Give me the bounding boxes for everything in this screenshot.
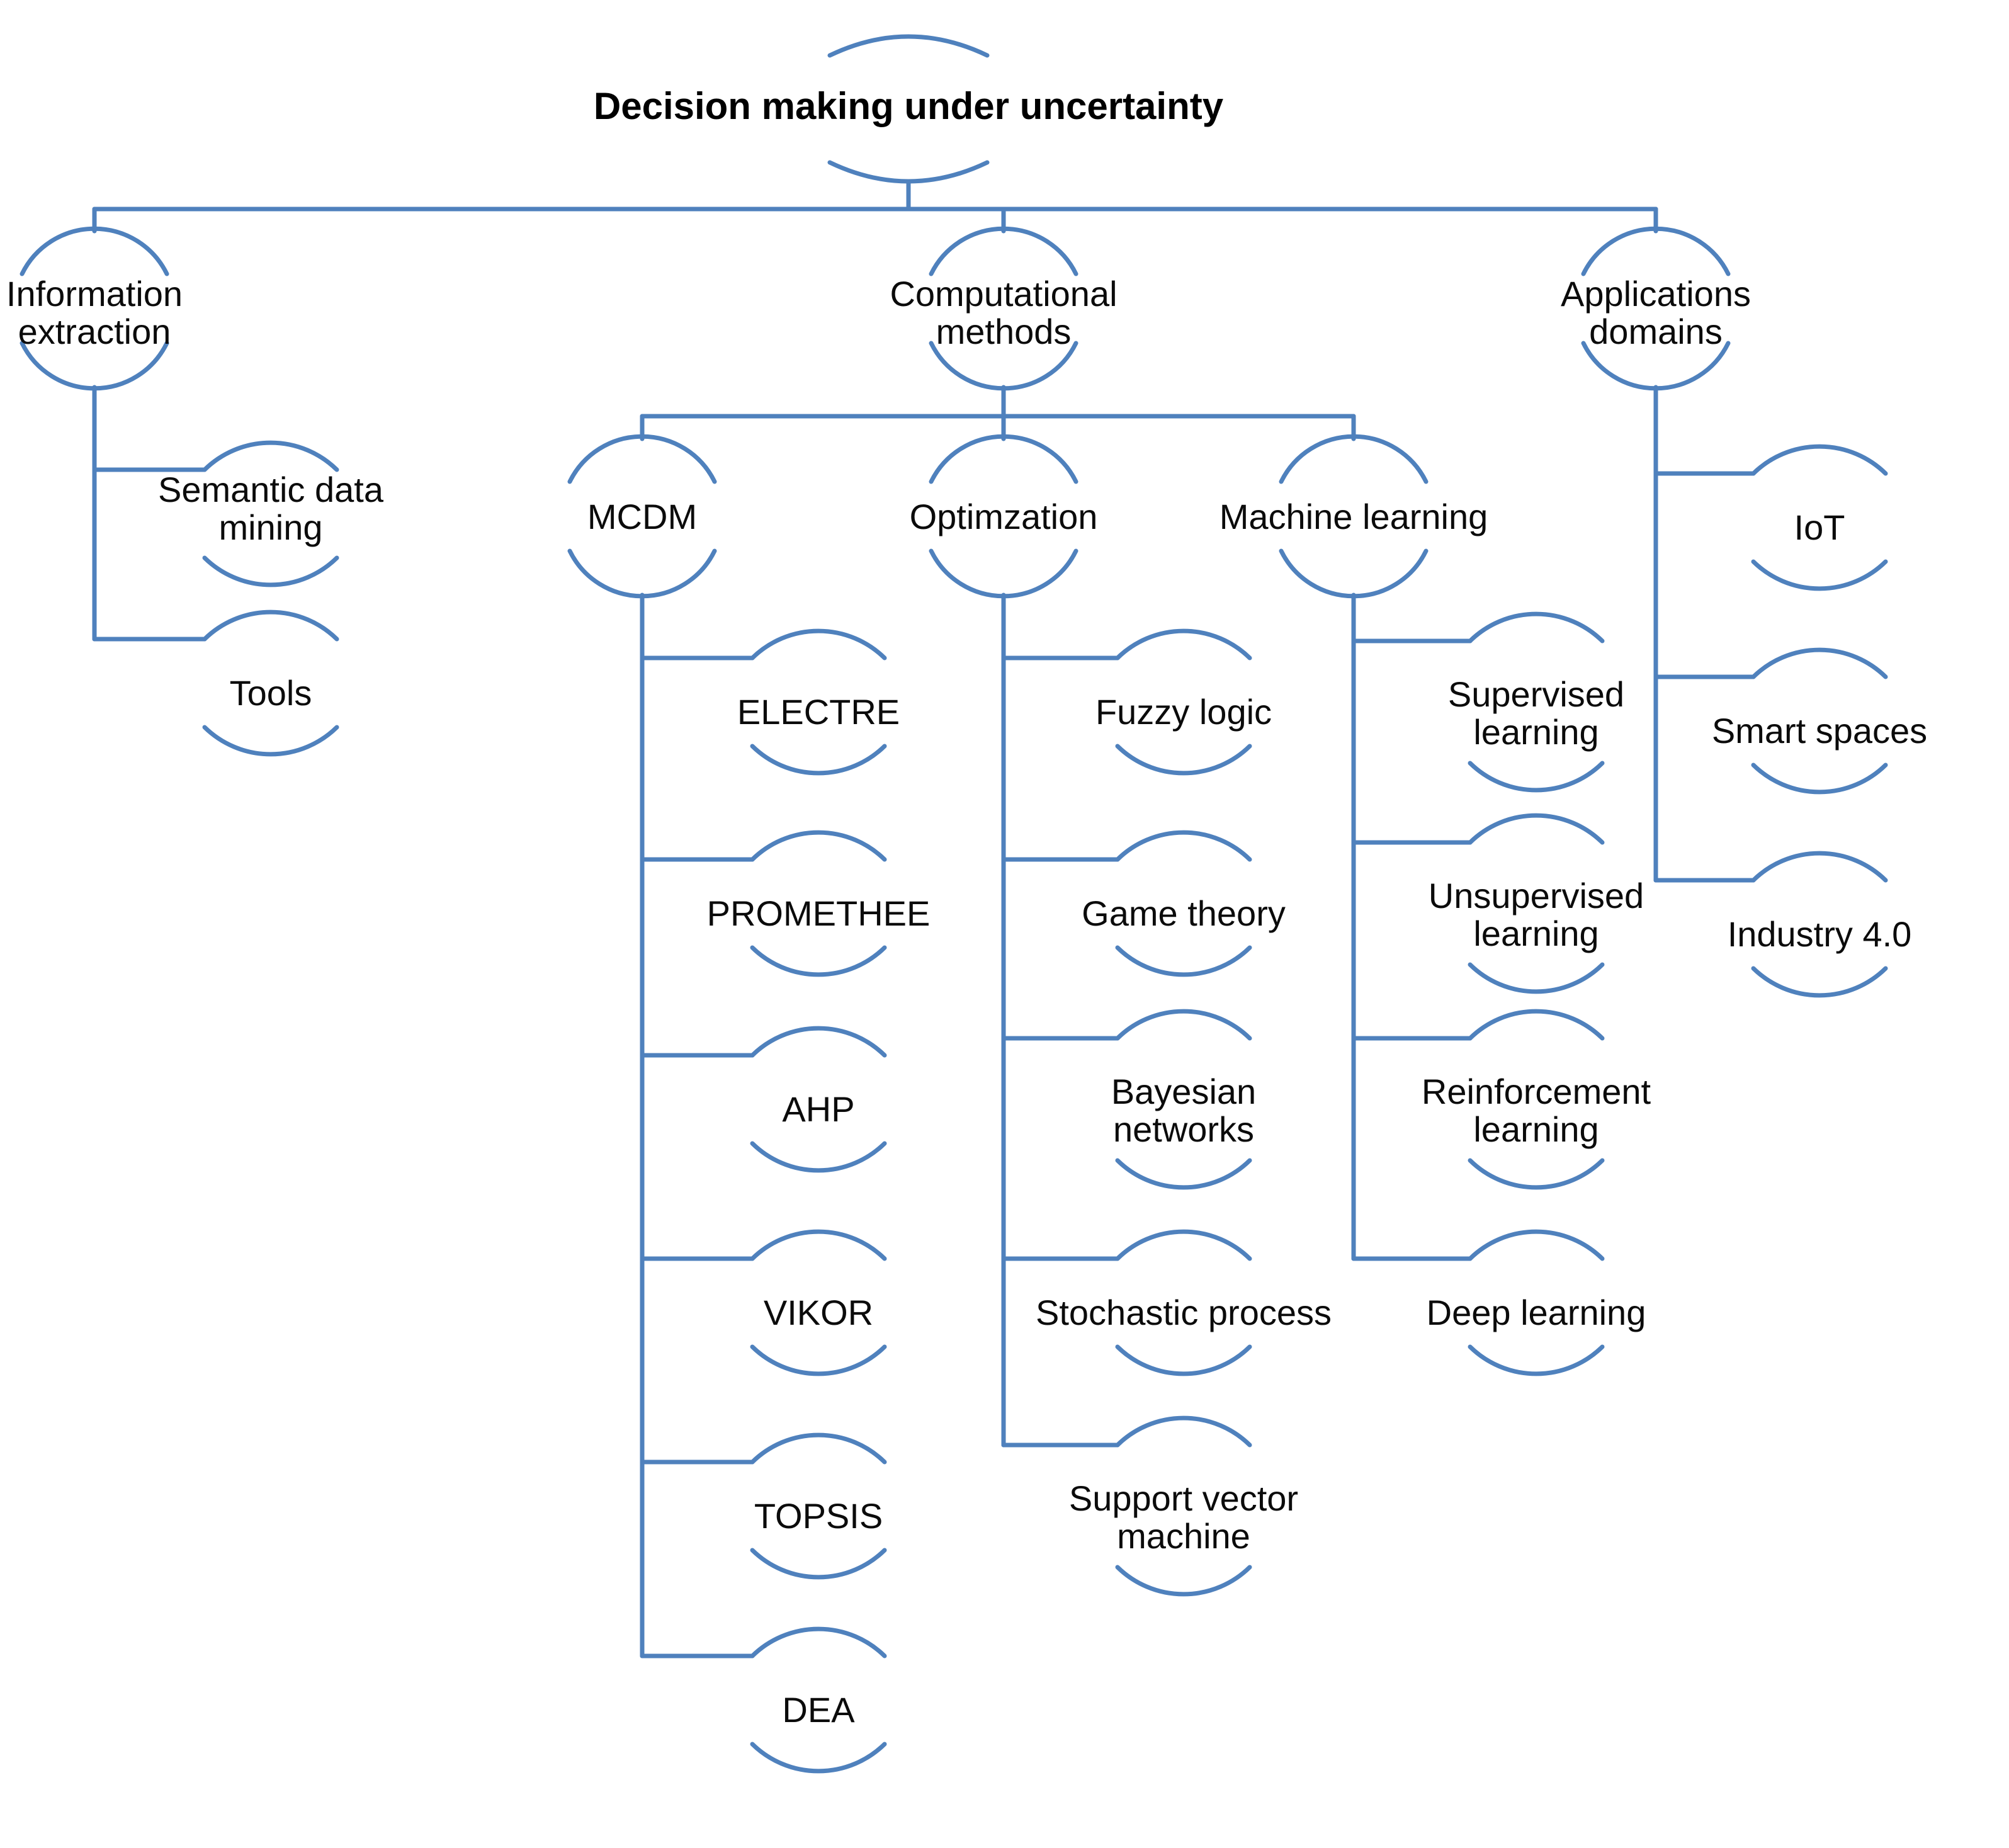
node-bottom-arc-root <box>827 160 990 184</box>
node-label-reinforcement-learning: Reinforcement learning <box>1421 1072 1651 1149</box>
node-label-iot: IoT <box>1794 507 1845 547</box>
node-top-arc-iot <box>1751 444 1888 476</box>
node-top-arc-computational-methods <box>929 226 1078 276</box>
node-bottom-arc-unsupervised-learning <box>1468 962 1605 994</box>
node-top-arc-semantic-data-mining <box>202 440 339 472</box>
node-label-unsupervised-learning: Unsupervised learning <box>1428 876 1644 953</box>
node-top-arc-fuzzy-logic <box>1115 628 1252 660</box>
node-label-root: Decision making under uncertainty <box>593 85 1224 127</box>
node-top-arc-deep-learning <box>1468 1229 1605 1261</box>
node-label-bayesian-networks: Bayesian networks <box>1111 1072 1257 1149</box>
node-bottom-arc-industry-4-0 <box>1751 966 1888 998</box>
node-bottom-arc-electre <box>750 744 887 776</box>
node-top-arc-tools <box>202 609 339 642</box>
node-label-machine-learning: Machine learning <box>1219 497 1488 536</box>
node-bottom-arc-promethee <box>750 945 887 977</box>
node-label-topsis: TOPSIS <box>754 1496 883 1536</box>
node-label-fuzzy-logic: Fuzzy logic <box>1095 692 1272 732</box>
node-bottom-arc-semantic-data-mining <box>202 555 339 587</box>
node-label-semantic-data-mining: Semantic data mining <box>158 470 383 547</box>
node-bottom-arc-dea <box>750 1742 887 1774</box>
node-label-game-theory: Game theory <box>1082 893 1286 933</box>
node-top-arc-vikor <box>750 1229 887 1261</box>
node-label-supervised-learning: Supervised learning <box>1447 674 1625 752</box>
node-label-mcdm: MCDM <box>587 497 698 536</box>
node-label-electre: ELECTRE <box>737 692 900 732</box>
node-bottom-arc-vikor <box>750 1344 887 1376</box>
node-top-arc-optimzation <box>929 434 1078 484</box>
node-bottom-arc-reinforcement-learning <box>1468 1158 1605 1190</box>
node-top-arc-game-theory <box>1115 830 1252 862</box>
node-top-arc-root <box>827 34 990 58</box>
node-top-arc-applications-domains <box>1581 226 1731 276</box>
node-top-arc-support-vector-machine <box>1115 1415 1252 1448</box>
node-bottom-arc-smart-spaces <box>1751 762 1888 795</box>
node-bottom-arc-tools <box>202 725 339 757</box>
node-label-ahp: AHP <box>782 1089 855 1129</box>
node-bottom-arc-machine-learning <box>1279 548 1429 599</box>
node-top-arc-mcdm <box>567 434 717 484</box>
node-top-arc-smart-spaces <box>1751 647 1888 679</box>
node-top-arc-topsis <box>750 1432 887 1465</box>
node-label-computational-methods: Computational methods <box>890 274 1118 351</box>
node-top-arc-stochastic-process <box>1115 1229 1252 1261</box>
node-label-promethee: PROMETHEE <box>706 893 931 933</box>
node-top-arc-electre <box>750 628 887 660</box>
node-label-applications-domains: Applications domains <box>1561 274 1751 351</box>
node-top-arc-supervised-learning <box>1468 611 1605 643</box>
node-bottom-arc-topsis <box>750 1548 887 1580</box>
node-label-tools: Tools <box>229 673 312 713</box>
node-label-optimzation: Optimzation <box>909 497 1098 536</box>
node-label-deep-learning: Deep learning <box>1426 1293 1646 1332</box>
node-bottom-arc-ahp <box>750 1141 887 1173</box>
node-top-arc-promethee <box>750 830 887 862</box>
node-bottom-arc-support-vector-machine <box>1115 1565 1252 1597</box>
node-label-industry-4-0: Industry 4.0 <box>1727 914 1912 954</box>
node-bottom-arc-fuzzy-logic <box>1115 744 1252 776</box>
node-top-arc-industry-4-0 <box>1751 851 1888 883</box>
node-label-smart-spaces: Smart spaces <box>1711 711 1928 751</box>
node-bottom-arc-optimzation <box>929 548 1078 599</box>
node-label-stochastic-process: Stochastic process <box>1036 1293 1332 1332</box>
node-label-vikor: VIKOR <box>763 1293 874 1332</box>
node-bottom-arc-game-theory <box>1115 945 1252 977</box>
node-label-support-vector-machine: Support vector machine <box>1068 1478 1299 1556</box>
node-bottom-arc-iot <box>1751 559 1888 591</box>
node-top-arc-dea <box>750 1626 887 1658</box>
node-label-information-extraction: Information extraction <box>6 274 183 351</box>
node-top-arc-bayesian-networks <box>1115 1009 1252 1041</box>
node-bottom-arc-deep-learning <box>1468 1344 1605 1376</box>
node-top-arc-reinforcement-learning <box>1468 1009 1605 1041</box>
node-bottom-arc-mcdm <box>567 548 717 599</box>
node-bottom-arc-stochastic-process <box>1115 1344 1252 1376</box>
node-top-arc-unsupervised-learning <box>1468 813 1605 845</box>
node-bottom-arc-bayesian-networks <box>1115 1158 1252 1190</box>
node-top-arc-information-extraction <box>20 226 169 276</box>
node-label-dea: DEA <box>782 1690 855 1730</box>
node-bottom-arc-supervised-learning <box>1468 761 1605 793</box>
node-top-arc-machine-learning <box>1279 434 1429 484</box>
node-top-arc-ahp <box>750 1026 887 1058</box>
